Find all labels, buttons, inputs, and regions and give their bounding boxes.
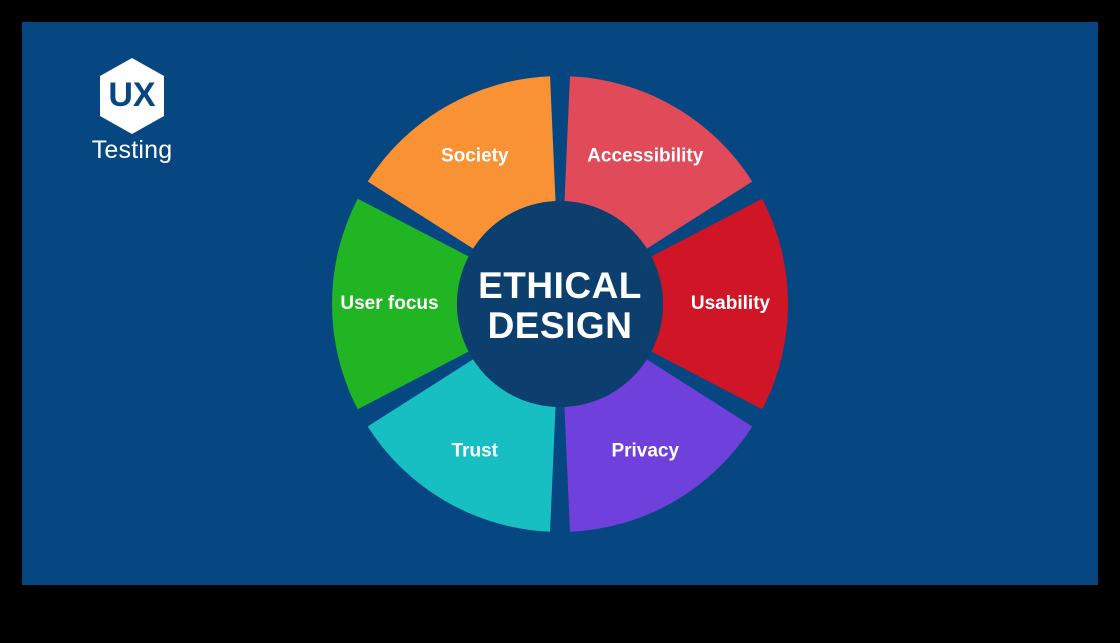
donut-segment-privacy[interactable]: [564, 359, 753, 532]
donut-segments: [332, 76, 788, 532]
donut-segment-usability[interactable]: [651, 198, 788, 410]
hub-title-line2: DESIGN: [488, 305, 633, 346]
logo-mark-text: UX: [108, 76, 156, 114]
segment-label-usability: Usability: [691, 293, 771, 314]
segment-label-trust: Trust: [452, 441, 499, 462]
donut-segment-user-focus[interactable]: [332, 198, 469, 410]
logo-wordmark: Testing: [91, 136, 173, 164]
donut-segment-accessibility[interactable]: [564, 76, 753, 249]
hub-title-line1: ETHICAL: [478, 265, 642, 306]
segment-label-accessibility: Accessibility: [587, 145, 704, 166]
segment-label-user-focus: User focus: [340, 293, 438, 314]
donut-segment-society[interactable]: [367, 76, 556, 249]
wheel-hub: [457, 201, 663, 407]
hexagon-ux-logo-icon: UX: [100, 58, 164, 134]
donut-segment-trust[interactable]: [367, 359, 556, 532]
ux-testing-logo: UX Testing: [62, 56, 202, 176]
segment-label-society: Society: [441, 145, 509, 166]
segment-label-privacy: Privacy: [611, 441, 679, 462]
